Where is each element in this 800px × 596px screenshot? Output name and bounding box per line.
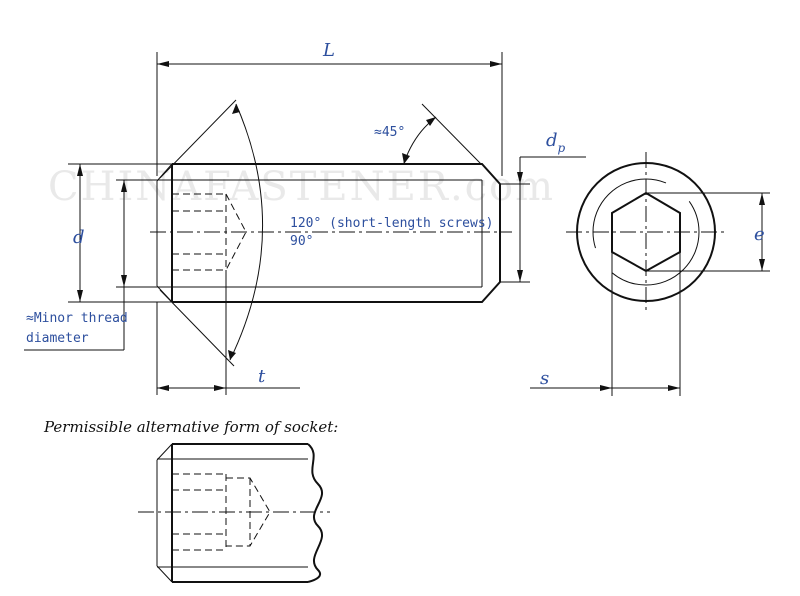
cone-angle-arc bbox=[229, 103, 264, 361]
alternative-socket-view bbox=[138, 443, 330, 583]
outer-circle bbox=[576, 162, 716, 302]
label-dp: dp bbox=[546, 130, 566, 155]
chamfer-angle-line bbox=[421, 103, 482, 165]
end-view: e s bbox=[530, 152, 770, 396]
label-cone-angle-long: 90° bbox=[290, 234, 313, 249]
label-d: d bbox=[73, 227, 85, 248]
alternative-caption: Permissible alternative form of socket: bbox=[43, 418, 338, 436]
side-view: L d dp t ≈45° 120° (short-length screws)… bbox=[24, 40, 586, 395]
label-e: e bbox=[754, 224, 765, 245]
label-minor-thread-2: diameter bbox=[26, 331, 89, 346]
label-L: L bbox=[322, 40, 335, 61]
break-line bbox=[307, 443, 324, 583]
label-t: t bbox=[258, 366, 266, 387]
cone-angle-line-bottom bbox=[159, 289, 235, 367]
label-cone-angle-short: 120° (short-length screws) bbox=[290, 216, 494, 231]
screw-body-outline bbox=[172, 163, 501, 303]
label-chamfer-angle: ≈45° bbox=[374, 125, 405, 140]
label-minor-thread-1: ≈Minor thread bbox=[26, 311, 128, 326]
cone-angle-line-top bbox=[159, 99, 237, 179]
chamfer-top-left bbox=[156, 163, 173, 182]
thread-circle bbox=[592, 178, 700, 286]
watermark-text: CHINAFASTENER.com bbox=[48, 164, 555, 210]
hidden-socket bbox=[172, 193, 247, 271]
label-s: s bbox=[540, 368, 549, 389]
